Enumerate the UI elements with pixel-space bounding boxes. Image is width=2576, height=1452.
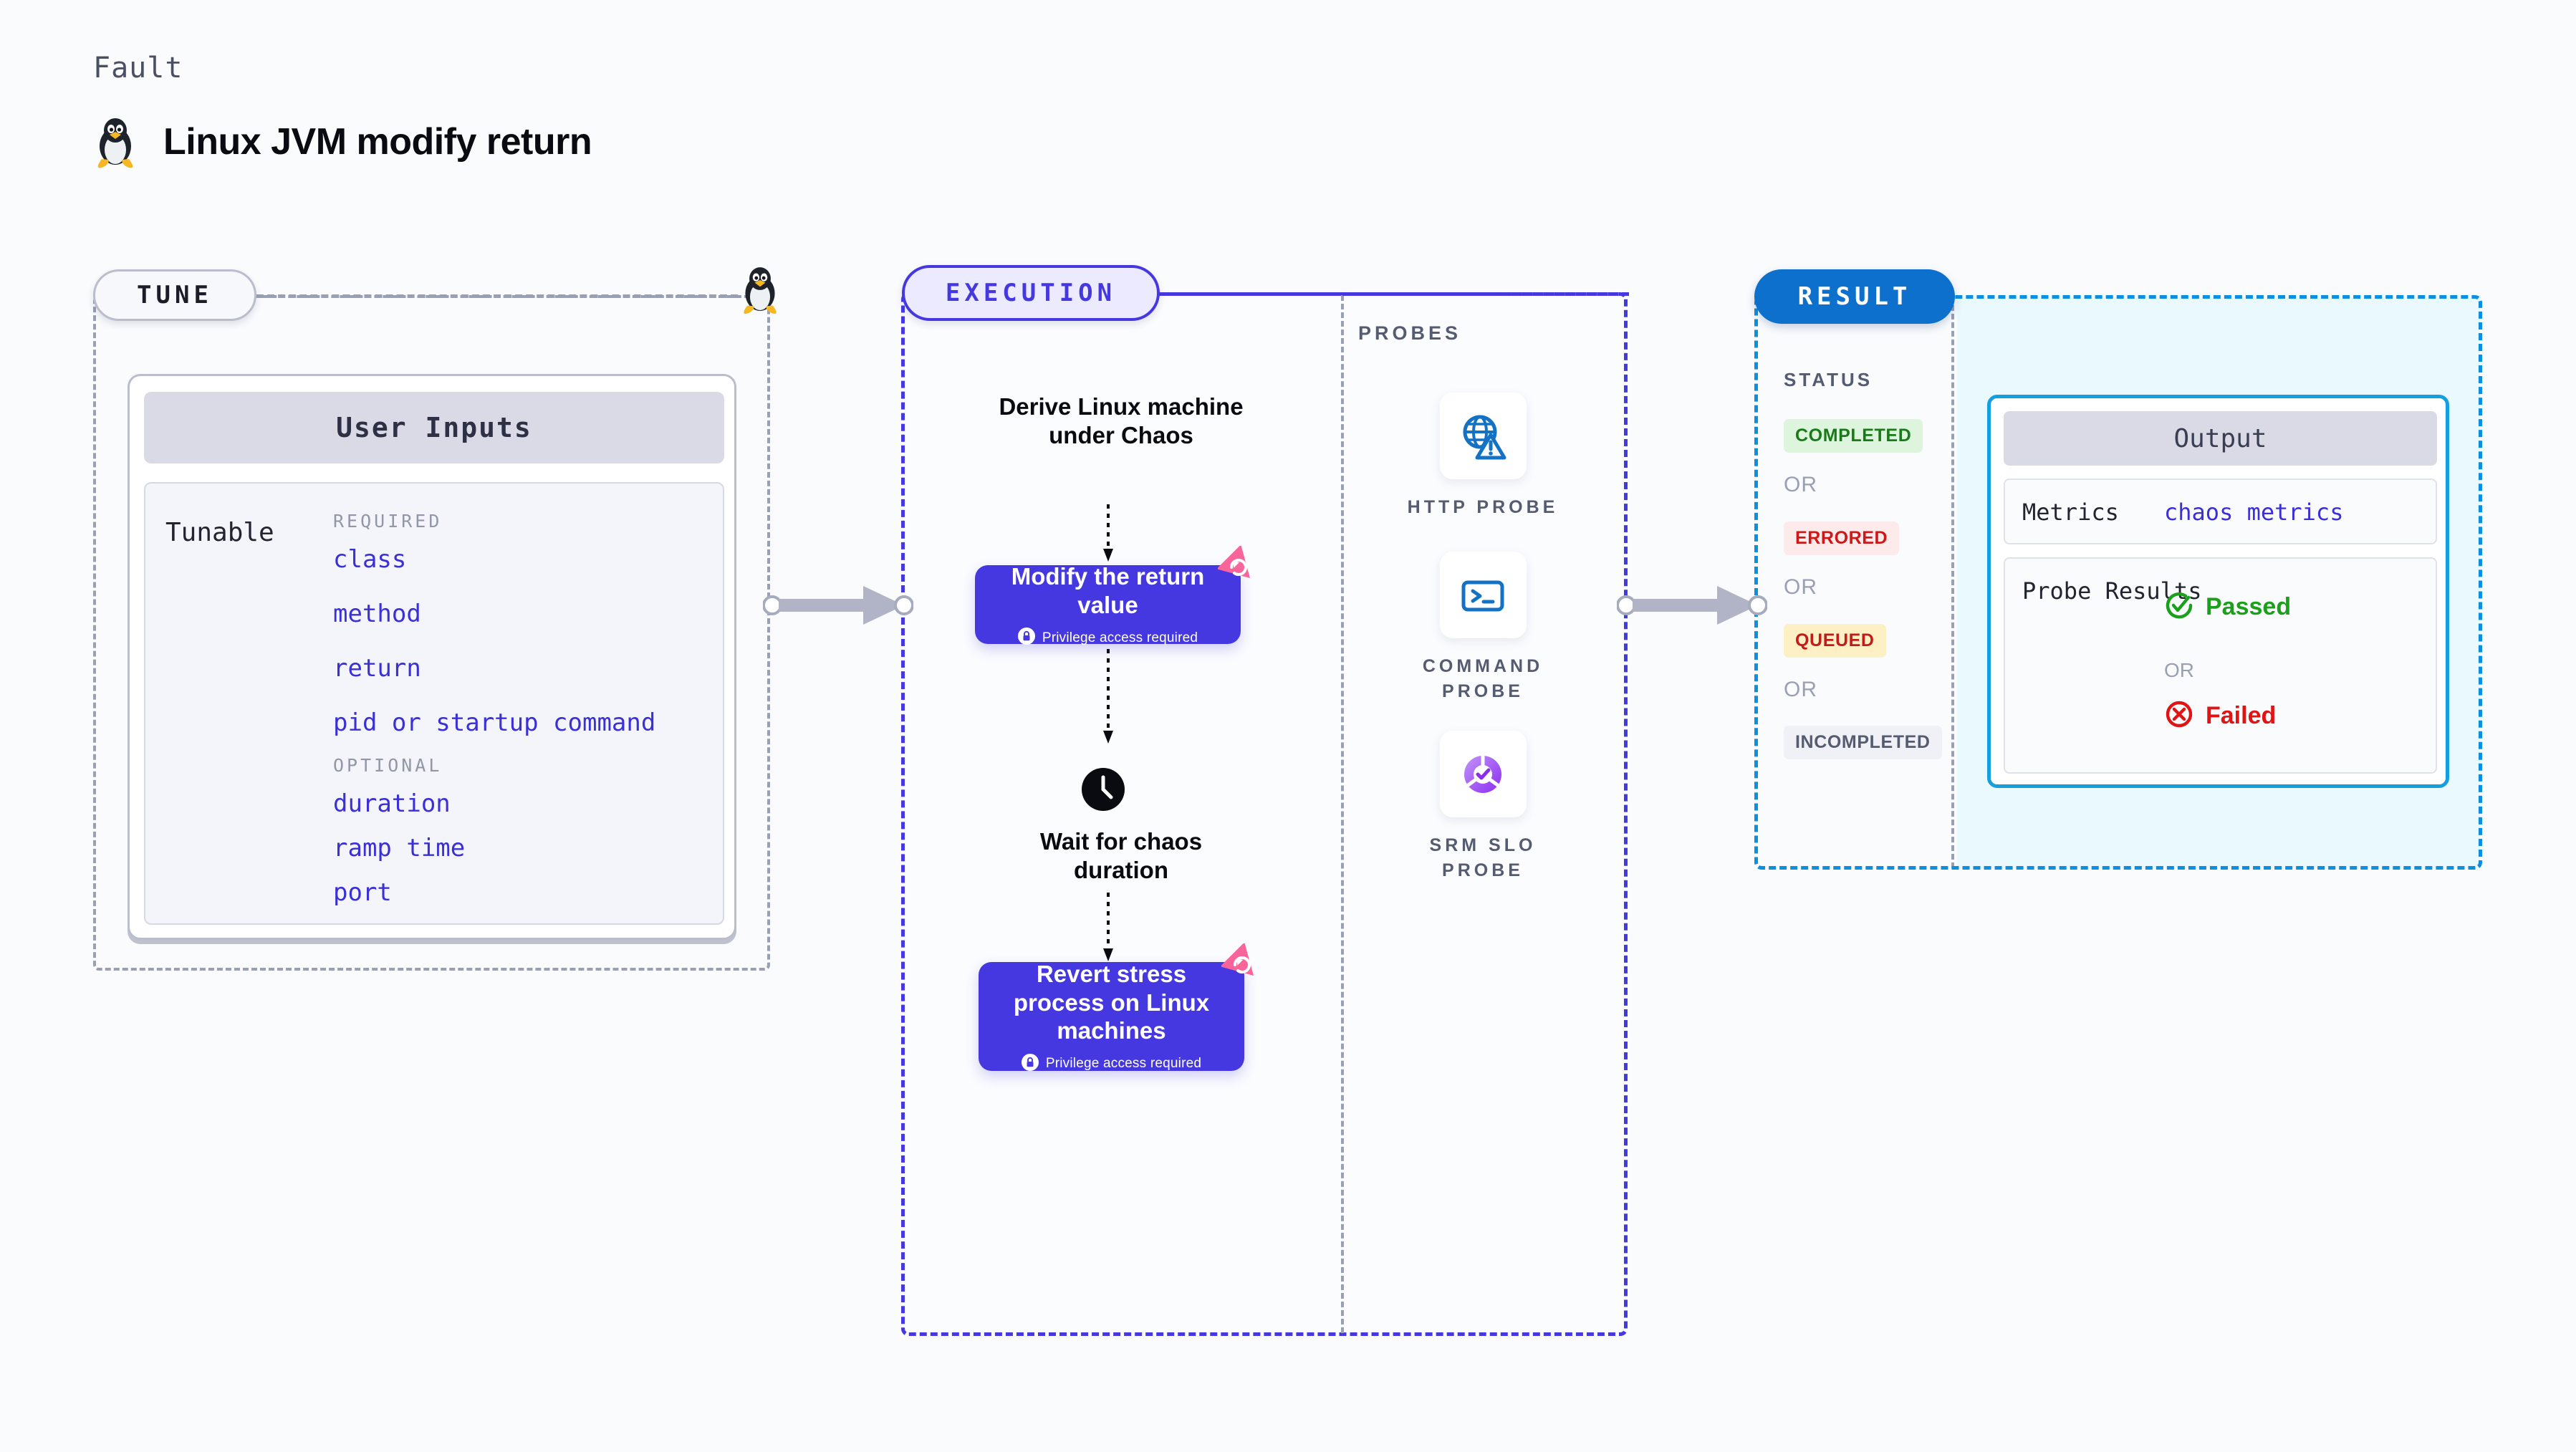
probe-label: COMMAND PROBE xyxy=(1422,656,1544,701)
flow-arrow-down xyxy=(1102,649,1115,749)
tunable-list: REQUIRED class method return pid or star… xyxy=(333,511,706,925)
tunable-item[interactable]: duration xyxy=(333,789,451,818)
lock-icon xyxy=(1017,628,1035,648)
privilege-note: Privilege access required xyxy=(1042,630,1198,645)
execution-step-derive: Derive Linux machine under Chaos xyxy=(999,393,1244,449)
probe-failed-label: Failed xyxy=(2206,702,2277,729)
probe-srm-slo[interactable]: SRM SLO PROBE xyxy=(1393,731,1572,883)
probe-http[interactable]: HTTP PROBE xyxy=(1393,393,1572,520)
execution-probes-divider xyxy=(1341,295,1344,1333)
x-circle-icon xyxy=(2164,699,2194,733)
status-or-label: OR xyxy=(1784,575,1817,599)
probe-label: HTTP PROBE xyxy=(1407,497,1559,517)
privilege-row: Privilege access required xyxy=(1021,1053,1202,1074)
flow-arrow-down xyxy=(1102,504,1115,567)
tunable-item[interactable]: port xyxy=(333,878,392,907)
connector-execution-to-result xyxy=(1616,580,1768,634)
result-pill[interactable]: RESULT xyxy=(1754,269,1955,324)
tunable-item[interactable]: ramp time xyxy=(333,834,466,862)
action-title: Revert stress process on Linux machines xyxy=(1013,961,1210,1044)
slo-donut-check-icon xyxy=(1439,731,1527,817)
linux-penguin-icon xyxy=(739,264,781,319)
privilege-row: Privilege access required xyxy=(1017,628,1198,648)
user-inputs-card: User Inputs Tunable REQUIRED class metho… xyxy=(128,374,736,940)
probe-label: SRM SLO PROBE xyxy=(1429,835,1537,880)
output-probe-key: Probe Results xyxy=(2022,577,2202,605)
check-circle-icon xyxy=(2164,590,2194,624)
result-status-column xyxy=(1756,297,1954,868)
retry-loop-badge-icon xyxy=(1216,544,1258,590)
status-or-label: OR xyxy=(1784,678,1817,701)
status-badge-incompleted: INCOMPLETED xyxy=(1784,726,1942,759)
tune-top-dashed-line xyxy=(256,294,738,298)
tunable-item[interactable]: class xyxy=(333,545,407,574)
lock-icon xyxy=(1021,1053,1039,1074)
output-row-probe-results: Probe Results Passed OR xyxy=(2004,557,2437,774)
execution-top-dashed-line xyxy=(1160,292,1629,296)
user-inputs-header: User Inputs xyxy=(144,392,724,463)
output-row-metrics: Metrics chaos metrics xyxy=(2004,479,2437,544)
status-badge-completed: COMPLETED xyxy=(1784,419,1923,453)
execution-pill[interactable]: EXECUTION xyxy=(902,265,1160,321)
output-metrics-key: Metrics xyxy=(2022,499,2119,526)
page-title: Linux JVM modify return xyxy=(163,121,592,163)
connector-tune-to-execution xyxy=(762,580,914,634)
status-or-label: OR xyxy=(1784,473,1817,496)
terminal-icon xyxy=(1439,552,1527,638)
tunable-item[interactable]: pid or startup command xyxy=(333,708,656,737)
probe-result-passed: Passed xyxy=(2164,590,2291,624)
tune-pill[interactable]: TUNE xyxy=(93,269,256,321)
probe-command[interactable]: COMMAND PROBE xyxy=(1393,552,1572,704)
page-title-row: Linux JVM modify return xyxy=(93,115,592,169)
execution-step-wait: Wait for chaos duration xyxy=(1039,828,1203,884)
result-zone xyxy=(1754,295,2482,870)
flow-arrow-down xyxy=(1102,893,1115,966)
status-badge-queued: QUEUED xyxy=(1784,624,1886,658)
tunable-item[interactable]: return xyxy=(333,654,421,683)
probe-result-failed: Failed xyxy=(2164,699,2276,733)
tunable-item[interactable]: method xyxy=(333,600,421,628)
clock-icon xyxy=(1082,768,1125,814)
privilege-note: Privilege access required xyxy=(1045,1056,1202,1072)
result-status-label: STATUS xyxy=(1784,369,1873,390)
tunable-box: Tunable REQUIRED class method return pid… xyxy=(144,482,724,925)
probe-result-or: OR xyxy=(2164,659,2194,681)
output-metrics-value[interactable]: chaos metrics xyxy=(2164,499,2344,526)
probe-passed-label: Passed xyxy=(2206,593,2292,620)
group-label-required: REQUIRED xyxy=(333,511,443,532)
action-title: Modify the return value xyxy=(1011,562,1205,618)
status-badge-errored: ERRORED xyxy=(1784,521,1900,555)
output-card: Output Metrics chaos metrics Probe Resul… xyxy=(1987,395,2449,788)
output-header: Output xyxy=(2004,411,2437,466)
execution-action-revert-stress[interactable]: Revert stress process on Linux machines … xyxy=(979,961,1244,1074)
globe-warning-icon xyxy=(1439,393,1527,479)
group-label-optional: OPTIONAL xyxy=(333,755,443,776)
page-kicker: Fault xyxy=(93,52,183,85)
linux-penguin-icon xyxy=(93,115,138,169)
execution-action-modify-return[interactable]: Modify the return value Privilege access… xyxy=(975,562,1241,645)
tunable-label: Tunable xyxy=(165,518,274,547)
probes-section-label: PROBES xyxy=(1358,322,1462,344)
retry-loop-badge-icon xyxy=(1220,942,1261,987)
